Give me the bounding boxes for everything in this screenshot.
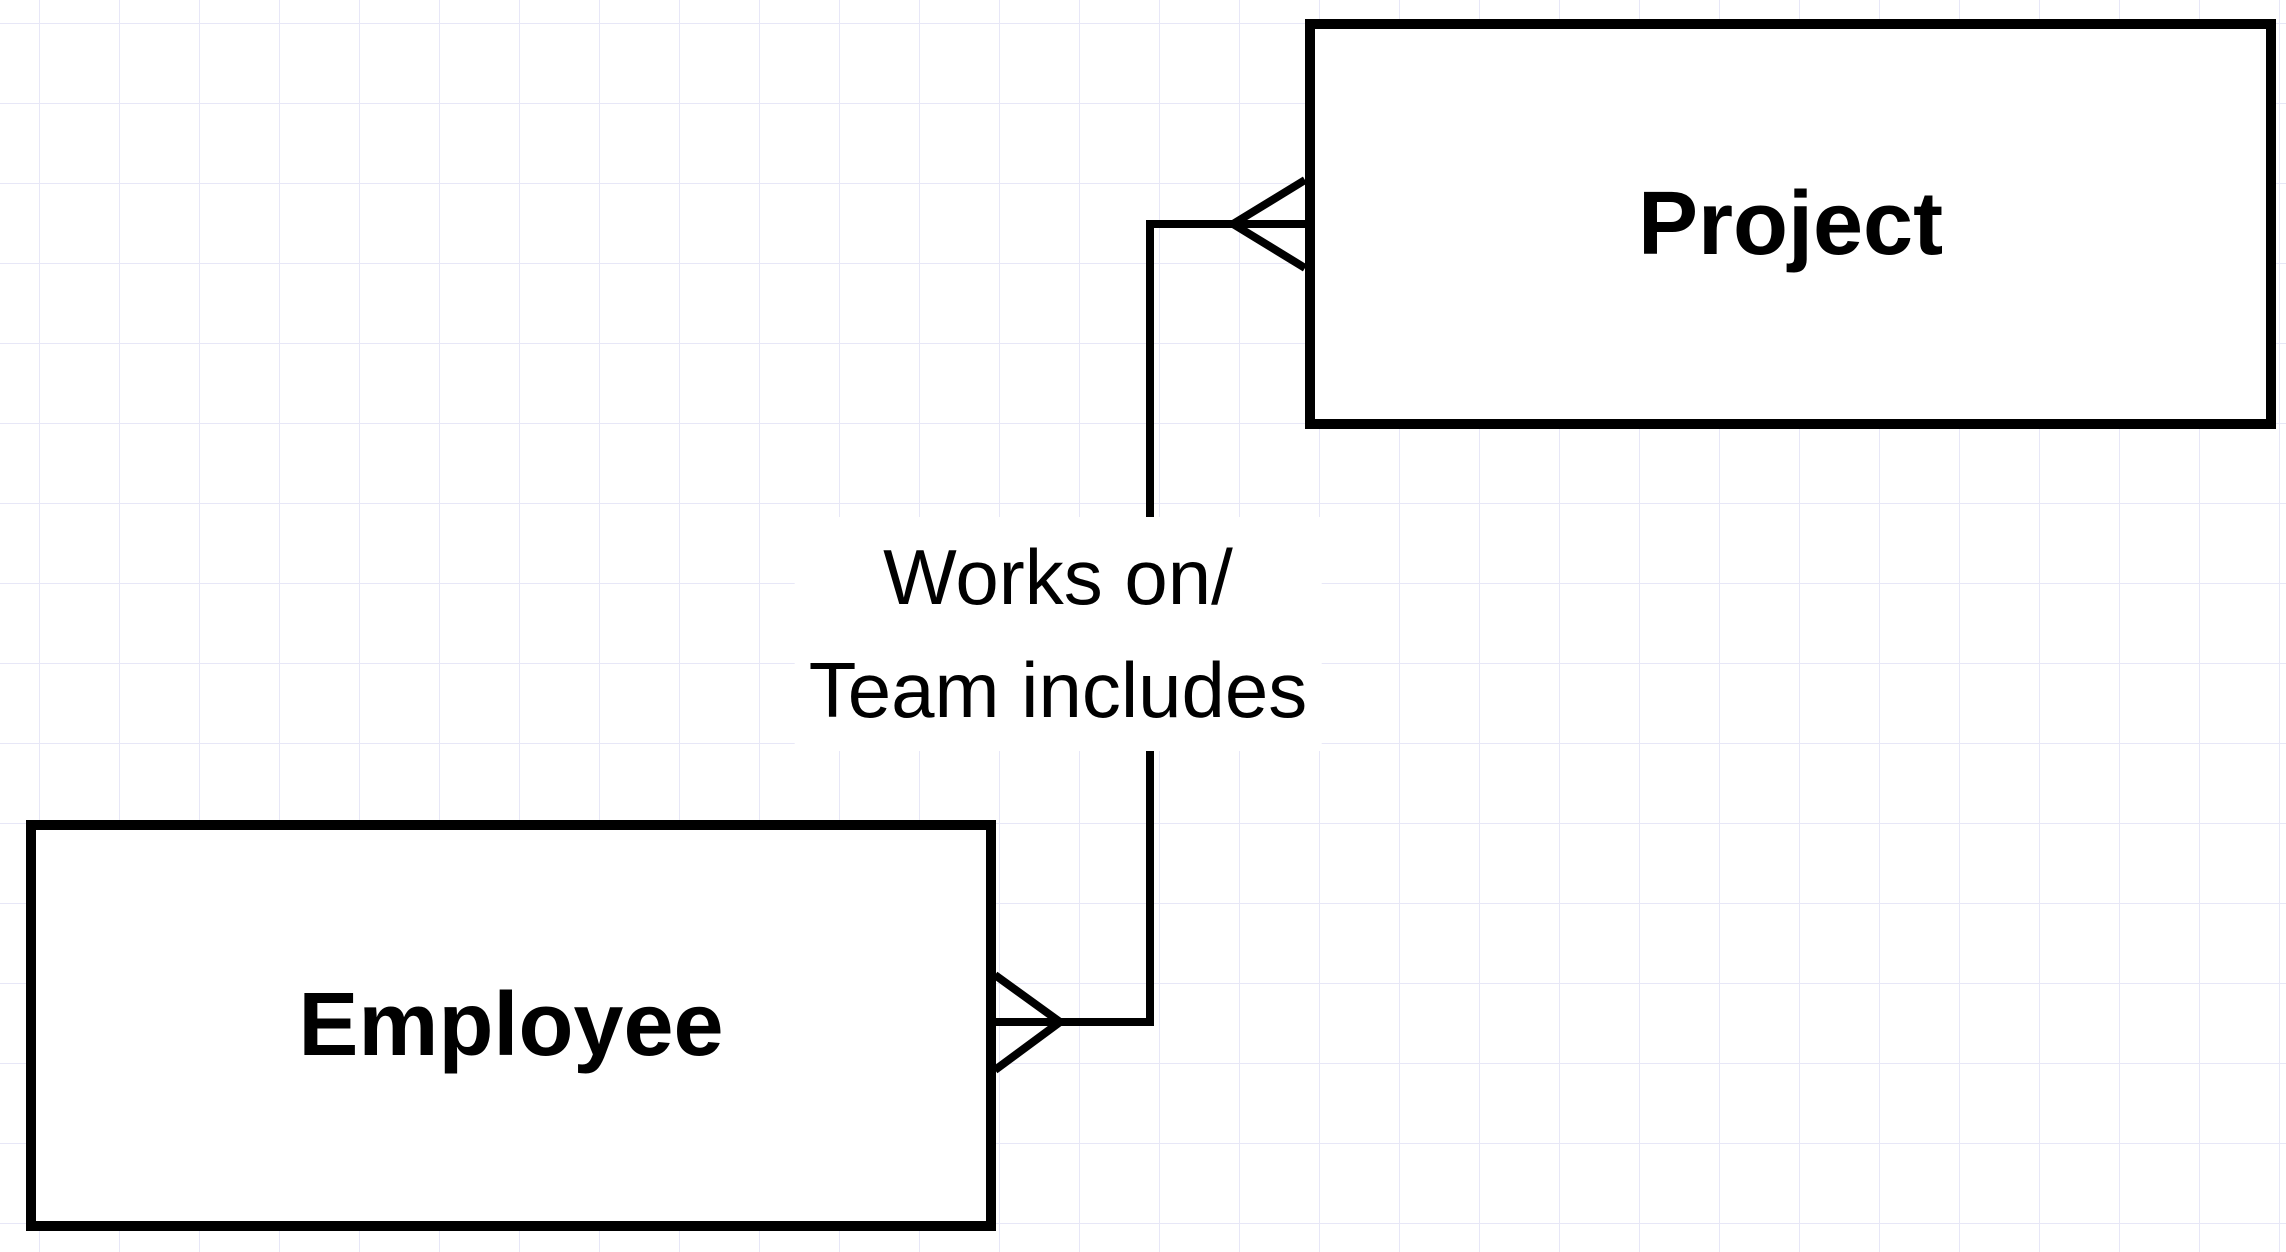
entity-employee-label: Employee xyxy=(298,975,724,1075)
relationship-label-line1: Works on/ xyxy=(883,533,1233,621)
crow-foot-many-icon xyxy=(992,971,1063,1074)
entity-project[interactable]: Project xyxy=(1305,19,2276,429)
relationship-label[interactable]: Works on/ Team includes xyxy=(794,517,1322,751)
crow-foot-many-icon xyxy=(1230,176,1308,272)
entity-employee[interactable]: Employee xyxy=(26,820,996,1231)
entity-project-label: Project xyxy=(1637,173,1944,274)
relationship-label-line2: Team includes xyxy=(808,646,1308,734)
